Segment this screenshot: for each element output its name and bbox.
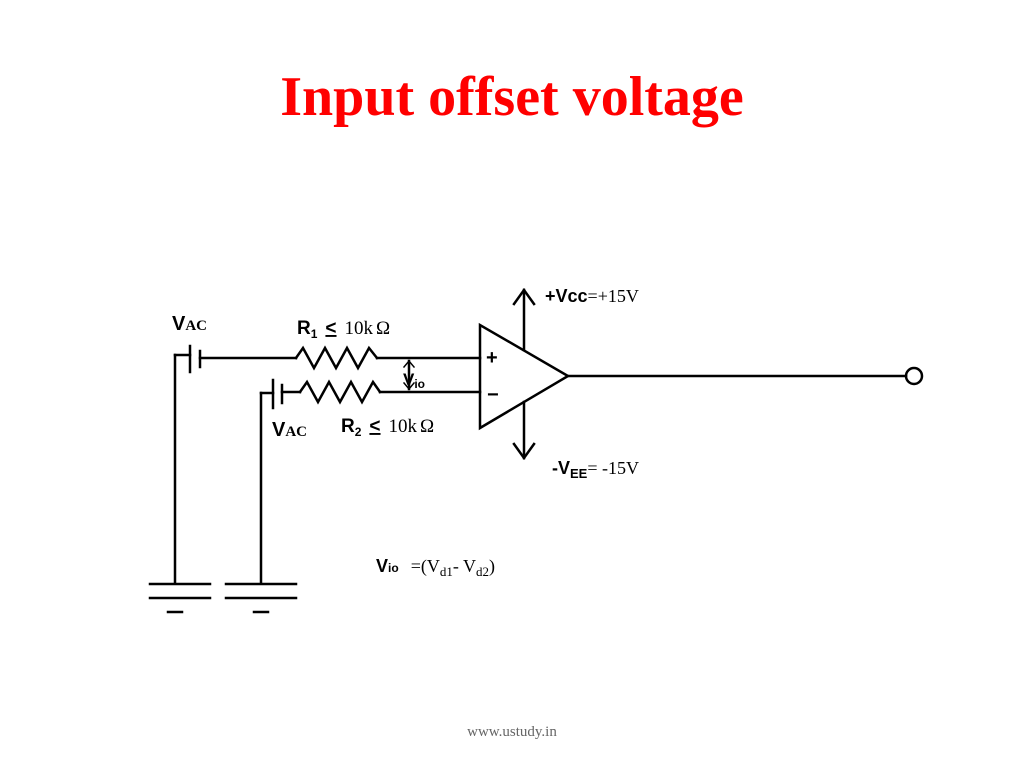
vio-equation: Vio=(Vd1- Vd2) [376,556,495,579]
vee-label: -VEE= -15V [552,458,639,481]
slide-footer: www.ustudy.in [467,724,557,740]
opamp-plus-sign: + [486,347,498,369]
vio-label: Vio [403,370,425,391]
opamp-minus-sign: − [487,384,499,406]
source-top-label: VAC [172,313,207,335]
output-terminal [904,366,924,386]
resistor-r1 [294,345,379,371]
vio-arrow-bottom [402,381,416,391]
vee-arrow-head [512,442,536,461]
slide-title: Input offset voltage [280,66,744,128]
resistor-r2 [298,379,382,405]
vcc-label: +Vcc=+15V [545,286,639,306]
source-bottom-label: VAC [272,419,307,441]
vio-arrow-top [402,359,416,369]
vcc-arrow-head [512,287,536,306]
